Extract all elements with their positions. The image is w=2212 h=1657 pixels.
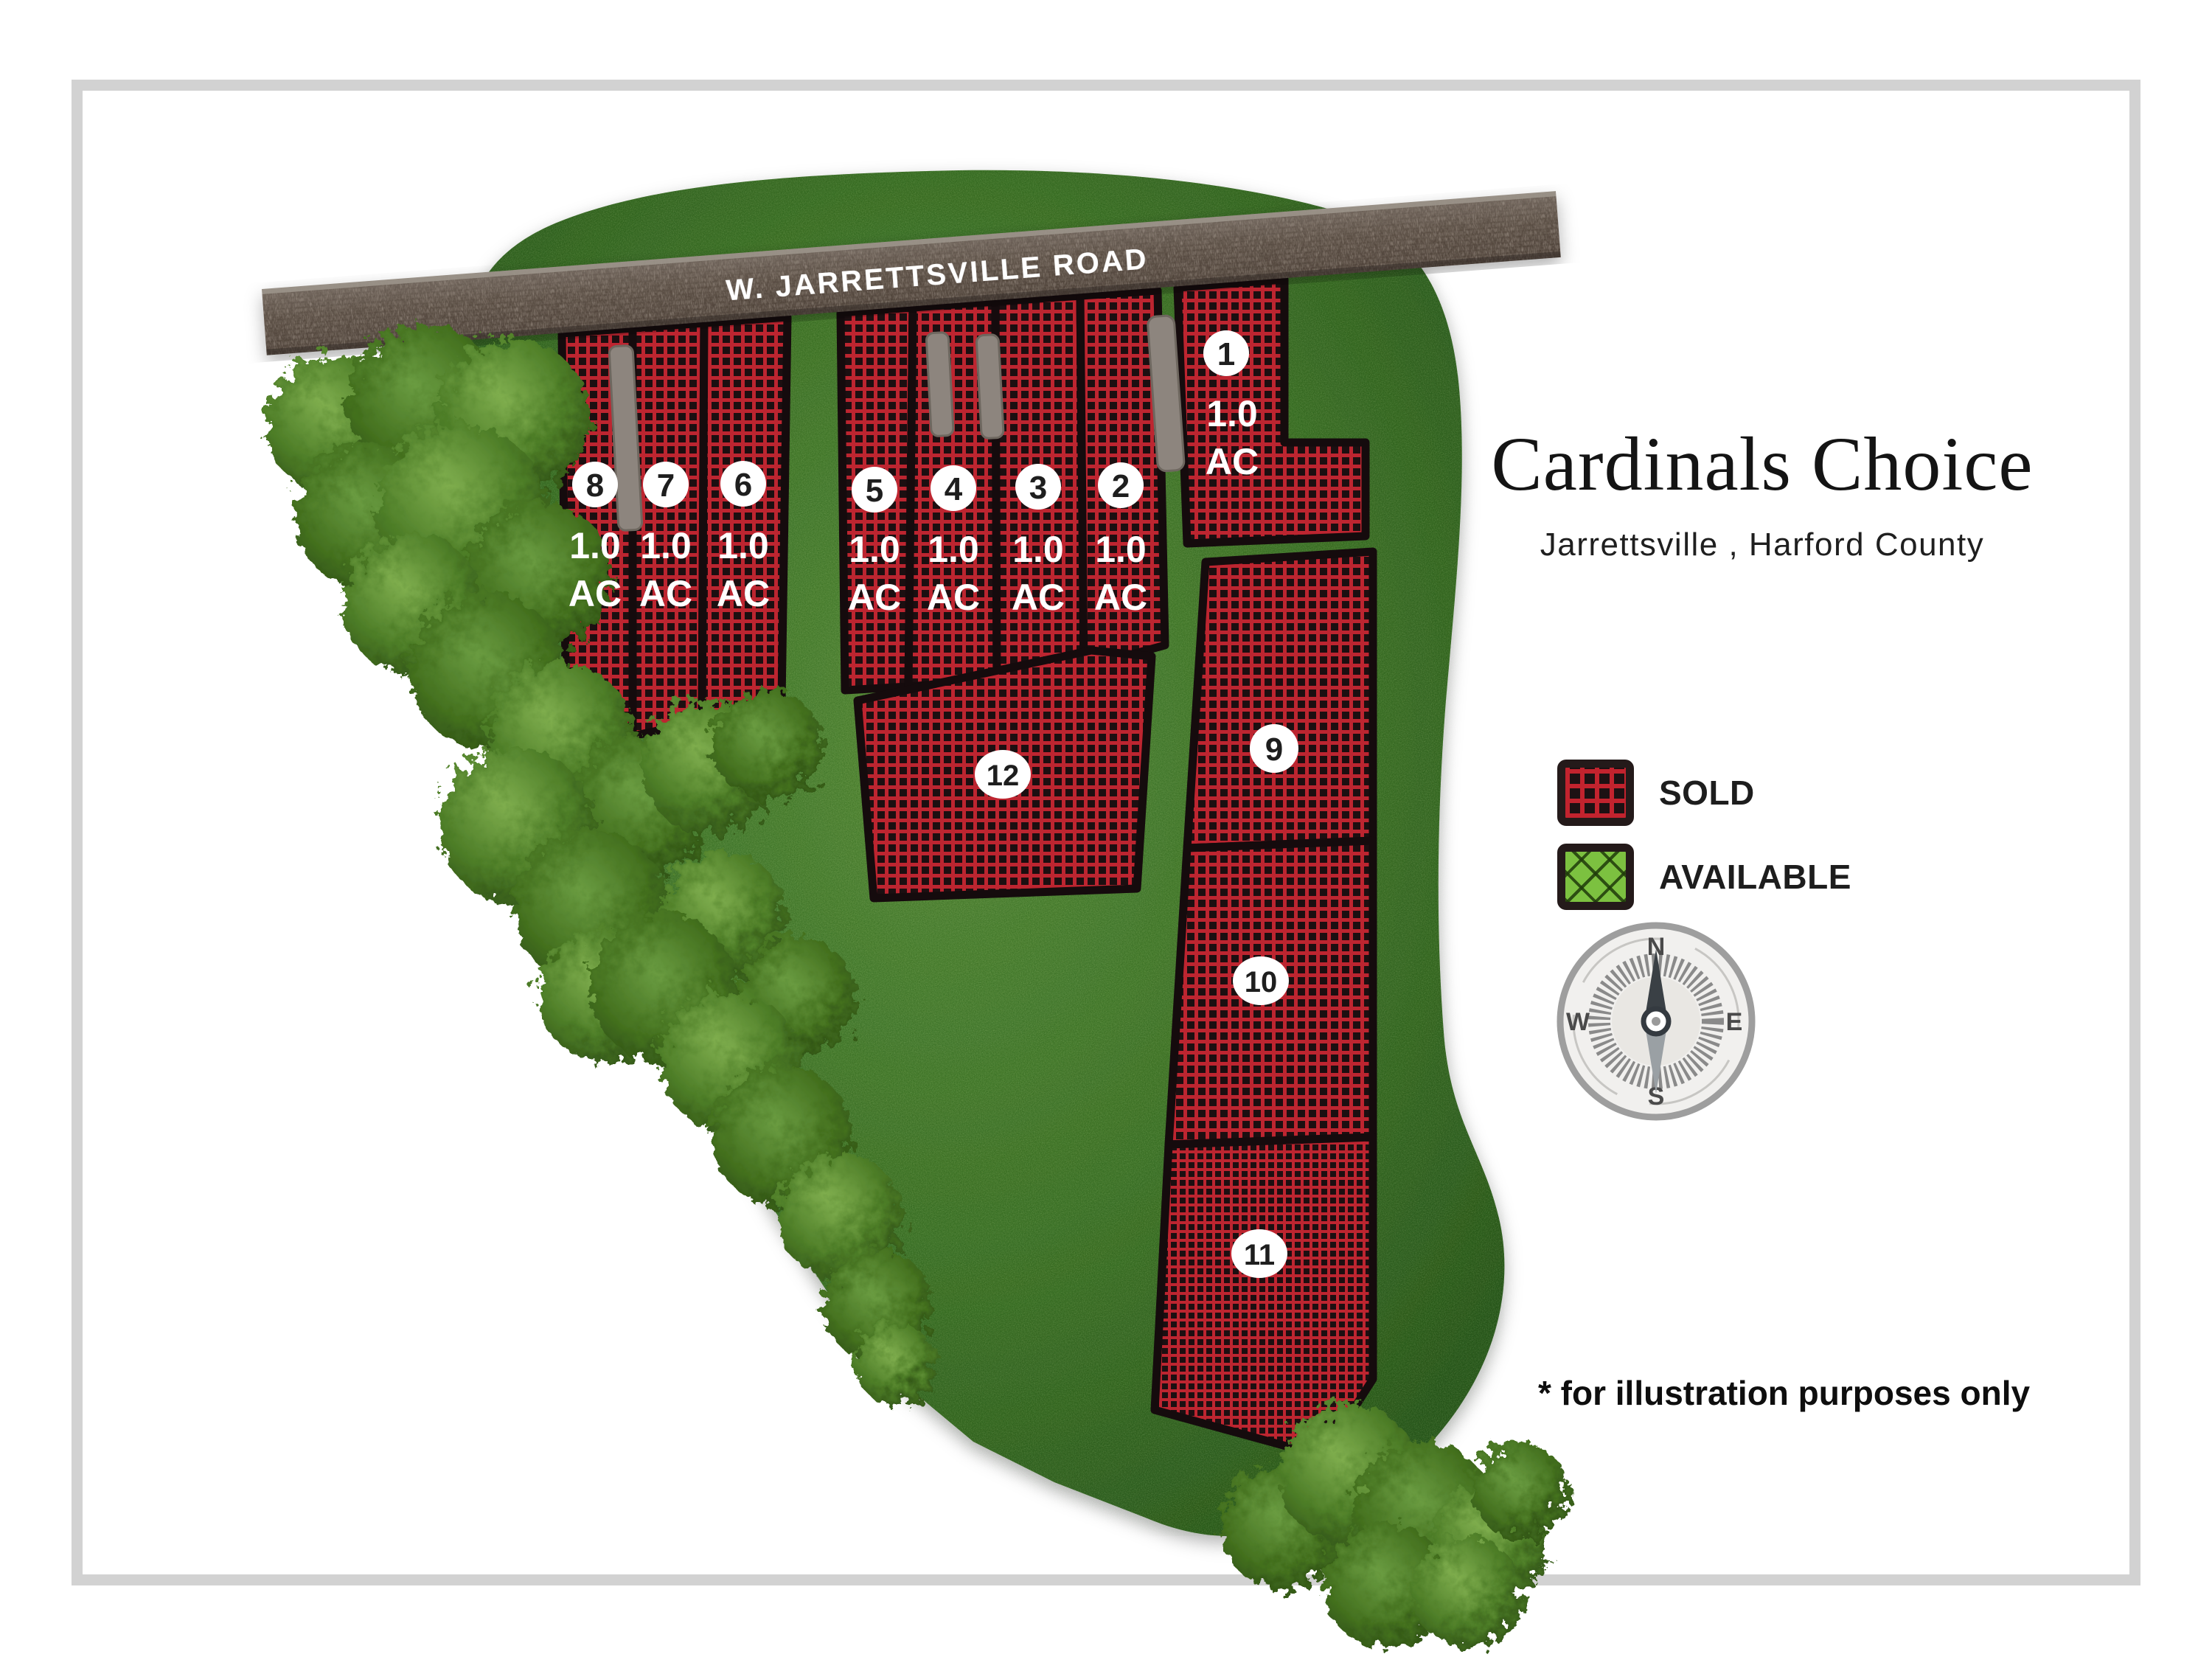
lot-7-badge: 7 (643, 462, 689, 507)
lot-2-area-label: 1.0 AC (1094, 529, 1147, 618)
lot-3-badge: 3 (1015, 464, 1061, 510)
lot-9-shape (1183, 547, 1377, 852)
lot-8-area-label: 1.0 AC (568, 525, 622, 614)
legend-row-sold: SOLD (1557, 760, 1851, 826)
svg-text:3: 3 (1029, 470, 1047, 506)
lot-7-area-label: 1.0 AC (639, 525, 692, 614)
lot-5-area-label: 1.0 AC (848, 529, 901, 618)
svg-text:4: 4 (945, 471, 963, 507)
page-title: Cardinals Choice (1491, 422, 2034, 507)
sold-swatch-icon (1557, 760, 1634, 826)
driveway-stub-lot3 (975, 333, 1005, 440)
svg-text:1: 1 (1217, 336, 1235, 372)
lots-layer (557, 275, 1377, 1461)
svg-text:10: 10 (1245, 966, 1278, 998)
driveway-stub-lot1 (1147, 314, 1186, 473)
svg-text:2: 2 (1112, 468, 1130, 504)
svg-text:1.0: 1.0 (569, 525, 621, 566)
compass-needle-south (1644, 1021, 1668, 1094)
svg-text:1.0: 1.0 (640, 525, 692, 566)
page-subtitle: Jarrettsville , Harford County (1540, 527, 1985, 563)
svg-text:AC: AC (1206, 441, 1259, 482)
lot-1-area-label: 1.0 AC (1206, 393, 1259, 482)
svg-text:AC: AC (639, 573, 692, 614)
svg-text:6: 6 (734, 467, 752, 503)
compass-rose-icon: N E S W (1557, 922, 1756, 1121)
svg-text:AC: AC (568, 573, 622, 614)
lot-badges: 1 2 3 4 5 6 7 (572, 330, 1298, 1278)
lot-6-area-label: 1.0 AC (717, 525, 770, 614)
lot-9-badge: 9 (1250, 724, 1298, 773)
lot-12-badge: 12 (975, 750, 1031, 799)
compass-south-label: S (1648, 1083, 1665, 1111)
svg-text:AC: AC (927, 577, 980, 618)
svg-text:8: 8 (586, 468, 604, 504)
svg-text:AC: AC (717, 573, 770, 614)
lot-4-badge: 4 (931, 465, 976, 511)
svg-text:AC: AC (1094, 577, 1147, 618)
svg-text:9: 9 (1265, 732, 1283, 768)
svg-text:AC: AC (848, 577, 901, 618)
disclaimer-note: * for illustration purposes only (1538, 1374, 2031, 1412)
bush-cluster-bottom-right (1220, 1405, 1567, 1648)
driveway-stub-lot5 (925, 331, 955, 437)
svg-text:1.0: 1.0 (1012, 529, 1064, 570)
svg-text:1.0: 1.0 (849, 529, 900, 570)
legend-row-available: AVAILABLE (1557, 844, 1851, 910)
lot-2-badge: 2 (1098, 462, 1144, 508)
lot-11-badge: 11 (1231, 1229, 1287, 1278)
compass-needle-north (1644, 949, 1668, 1021)
available-label: AVAILABLE (1659, 858, 1851, 896)
lot-4-area-label: 1.0 AC (927, 529, 980, 618)
legend: SOLD AVAILABLE (1557, 760, 1851, 928)
road-top-edge (261, 191, 1557, 294)
available-swatch-icon (1557, 844, 1634, 910)
lot-6-badge: 6 (720, 461, 766, 507)
svg-text:5: 5 (866, 473, 883, 509)
title-block: Cardinals Choice Jarrettsville , Harford… (1408, 424, 2116, 563)
sold-label: SOLD (1659, 774, 1755, 812)
tree-band-left (265, 324, 936, 1405)
svg-text:12: 12 (987, 760, 1020, 792)
svg-text:11: 11 (1244, 1239, 1275, 1271)
svg-text:1.0: 1.0 (717, 525, 769, 566)
compass-east-label: E (1726, 1008, 1743, 1036)
svg-text:1.0: 1.0 (1206, 393, 1258, 434)
svg-text:AC: AC (1012, 577, 1065, 618)
lot-8-badge: 8 (572, 462, 618, 507)
lot-6-shape (698, 313, 792, 726)
svg-text:1.0: 1.0 (928, 529, 979, 570)
lot-5-badge: 5 (852, 467, 897, 513)
lot-area-labels: 1.0 AC 1.0 AC 1.0 AC 1.0 AC 1.0 AC 1.0 A… (568, 393, 1259, 618)
road: W. JARRETTSVILLE ROAD (261, 191, 1561, 355)
svg-text:7: 7 (657, 468, 675, 504)
lot-10-badge: 10 (1233, 956, 1289, 1005)
lot-1-badge: 1 (1203, 330, 1249, 376)
lot-3-area-label: 1.0 AC (1012, 529, 1065, 618)
svg-text:1.0: 1.0 (1095, 529, 1147, 570)
compass-west-label: W (1566, 1008, 1590, 1036)
